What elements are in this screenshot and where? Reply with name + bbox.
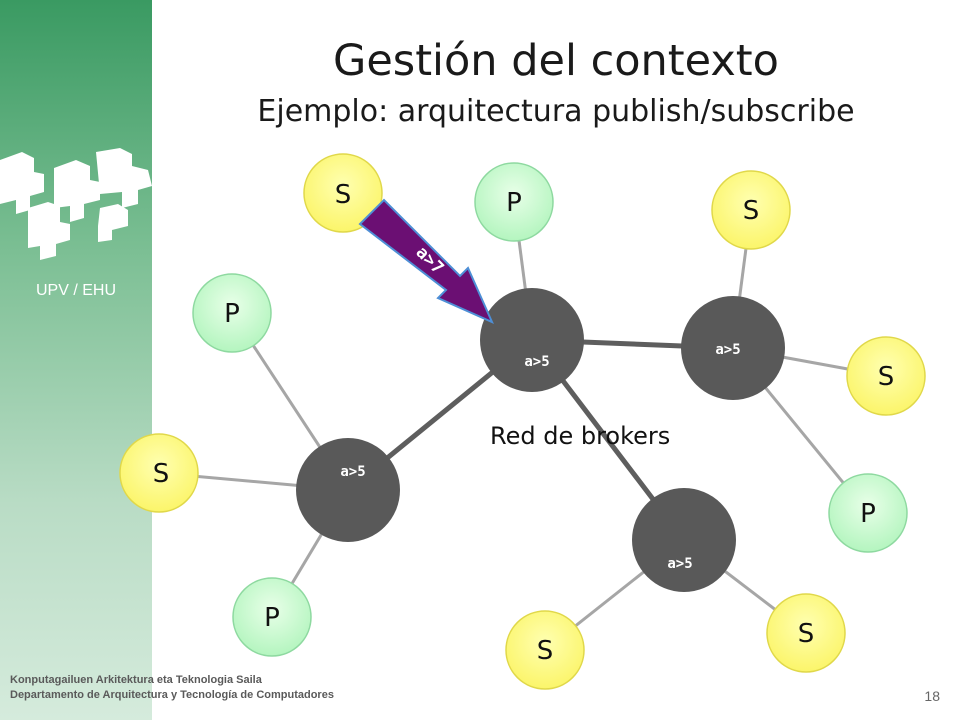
sidebar: UPV / EHU (0, 0, 152, 720)
subscriber-node: S (846, 336, 926, 416)
footer-line-1: Konputagailuen Arkitektura eta Teknologi… (10, 674, 262, 686)
brokers: a>5 a>5 a>5 a>5 (296, 288, 785, 592)
footer: Konputagailuen Arkitektura eta Teknologi… (10, 673, 334, 703)
footer-line-2: Departamento de Arquitectura y Tecnologí… (10, 689, 334, 701)
event-arrow: a>7 (358, 198, 494, 324)
subscriber-node: S (505, 610, 585, 690)
broker-filter-label: a>5 (340, 464, 365, 480)
subscriber-node: S (766, 593, 846, 673)
publisher-node: P (828, 473, 908, 553)
node-type-label: S (743, 196, 760, 226)
slide-title: Gestión del contexto (333, 36, 779, 86)
publisher-node: P (192, 273, 272, 353)
broker-node: a>5 (681, 296, 785, 400)
page-number: 18 (924, 688, 940, 704)
broker-network-label: Red de brokers (490, 422, 670, 450)
slide-subtitle: Ejemplo: arquitectura publish/subscribe (257, 94, 855, 129)
node-type-label: S (537, 636, 554, 666)
broker-filter-label: a>5 (715, 342, 740, 358)
publisher-node: P (232, 577, 312, 657)
node-type-label: P (506, 188, 522, 218)
clients: S P S P S S P P (119, 153, 926, 690)
node-type-label: S (335, 180, 352, 210)
node-type-label: P (860, 499, 876, 529)
node-type-label: P (264, 603, 280, 633)
broker-node: a>5 (632, 488, 736, 592)
broker-filter-label: a>5 (667, 556, 692, 572)
broker-node: a>5 (480, 288, 584, 392)
upv-ehu-logo (0, 148, 152, 260)
node-type-label: S (153, 459, 170, 489)
broker-filter-label: a>5 (524, 354, 549, 370)
node-type-label: P (224, 299, 240, 329)
subscriber-node: S (711, 170, 791, 250)
node-type-label: S (798, 619, 815, 649)
node-type-label: S (878, 362, 895, 392)
university-name: UPV / EHU (35, 282, 116, 299)
subscriber-node: S (303, 153, 383, 233)
publisher-node: P (474, 162, 554, 242)
subscriber-node: S (119, 433, 199, 513)
broker-node: a>5 (296, 438, 400, 542)
